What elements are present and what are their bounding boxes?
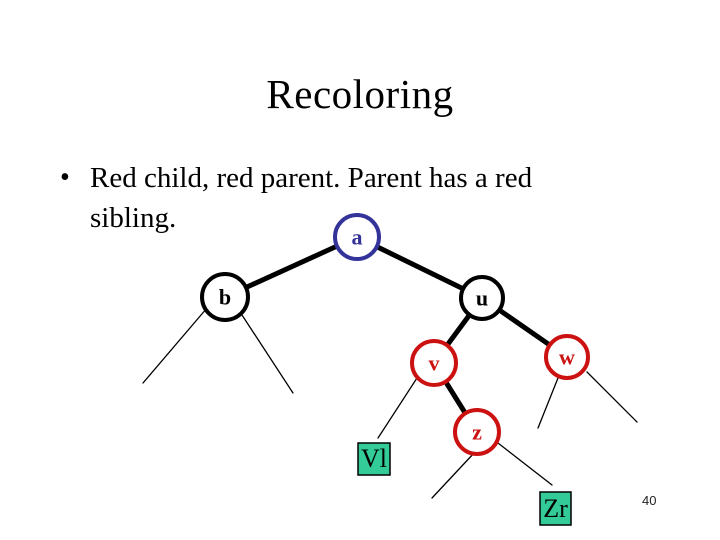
tree-node-label-w: w xyxy=(559,345,575,370)
tree-node-u xyxy=(459,275,505,321)
edge-w-left xyxy=(537,377,559,429)
edge-w-right xyxy=(586,371,638,423)
tree-node-v xyxy=(410,339,458,387)
bullet-item: • Red child, red parent. Parent has a re… xyxy=(60,158,532,238)
tree-node-b xyxy=(200,272,250,322)
edge-v-left xyxy=(377,377,418,439)
bullet-line-2: sibling. xyxy=(90,202,177,234)
leaf-box-Zr xyxy=(539,491,572,526)
bullet-marker: • xyxy=(60,162,70,193)
tree-node-label-z: z xyxy=(472,420,482,445)
edge-b-right xyxy=(241,314,294,394)
edge-z-right xyxy=(497,442,553,486)
tree-node-label-v: v xyxy=(429,351,440,376)
leaf-box-label-Zr: Zr xyxy=(543,494,568,523)
bullet-text: Red child, red parent. Parent has a red … xyxy=(90,158,532,238)
leaf-box-Vl xyxy=(357,442,391,476)
tree-node-label-a: a xyxy=(352,225,363,250)
edge-z-left xyxy=(431,451,476,499)
leaf-box-label-Vl: Vl xyxy=(361,444,387,473)
page-number: 40 xyxy=(642,493,657,508)
tree-node-z xyxy=(453,408,501,456)
tree-node-a xyxy=(333,213,381,261)
edge-b-left xyxy=(142,307,208,384)
page-title: Recoloring xyxy=(266,71,454,117)
tree-node-label-b: b xyxy=(219,285,231,310)
tree-node-label-u: u xyxy=(476,286,488,311)
tree-node-w xyxy=(544,334,590,380)
bullet-line-1: Red child, red parent. Parent has a red xyxy=(90,162,533,194)
